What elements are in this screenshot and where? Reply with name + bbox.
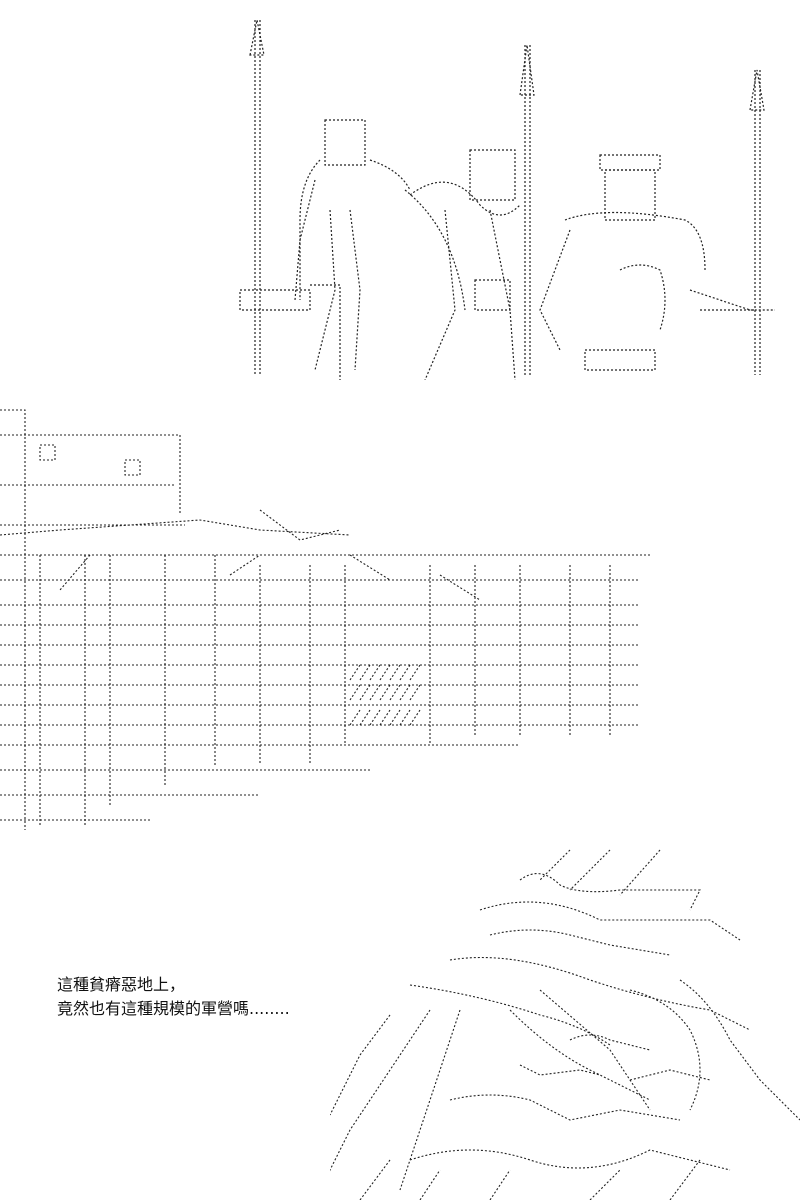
caption-text: 這種貧瘠惡地上， 竟然也有這種規模的軍營嗎........ [57, 973, 357, 1021]
camp-drawing [0, 409, 650, 830]
armored-figure-closeup [330, 840, 800, 1200]
camp-illustration [0, 395, 650, 840]
caption-line-2: 竟然也有這種規模的軍營嗎........ [57, 999, 290, 1018]
caption-line-1: 這種貧瘠惡地上， [57, 975, 186, 994]
closeup-drawing [330, 849, 800, 1200]
soldiers-drawing [239, 19, 775, 380]
soldiers-illustration [230, 10, 790, 380]
